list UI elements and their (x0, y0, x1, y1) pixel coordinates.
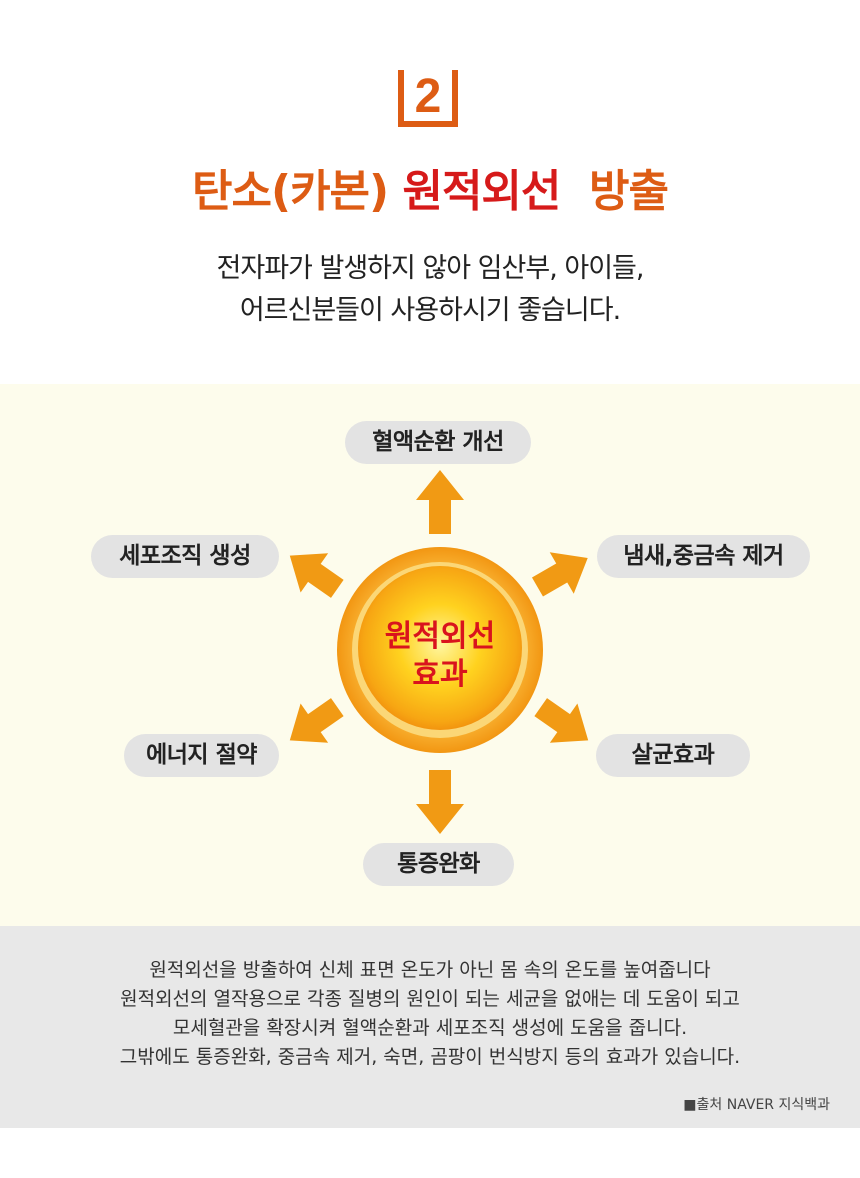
description-line-2: 원적외선의 열작용으로 각종 질병의 원인이 되는 세균을 없애는 데 도움이 … (120, 988, 740, 1010)
effect-pill-cell-regeneration: 세포조직 생성 (91, 535, 279, 578)
center-label-line-2: 효과 (412, 657, 468, 692)
number-bracket-icon: 2 (398, 70, 458, 127)
section-number-badge: 2 (397, 66, 459, 130)
sun-core (358, 566, 522, 730)
diagram-center-label: 원적외선 효과 (340, 618, 540, 694)
description-line-1: 원적외선을 방출하여 신체 표면 온도가 아닌 몸 속의 온도를 높여줍니다 (149, 959, 711, 981)
arrow-up-icon (416, 470, 464, 534)
effect-pill-sterilization: 살균효과 (596, 734, 750, 777)
title-part-carbon: 탄소(카본) (192, 166, 389, 217)
arrow-lower-left-icon (289, 698, 344, 743)
subtitle-line-1: 전자파가 발생하지 않아 임산부, 아이들, (216, 253, 645, 284)
title-part-emission: 방출 (589, 166, 669, 217)
effects-diagram-graphic (289, 470, 589, 834)
effect-pill-odor-heavy-metal-removal: 냄새,중금속 제거 (597, 535, 810, 578)
page-subtitle: 전자파가 발생하지 않아 임산부, 아이들, 어르신분들이 사용하시기 좋습니다… (0, 248, 860, 332)
title-part-far-infrared: 원적외선 (402, 166, 561, 217)
arrow-lower-right-icon (534, 698, 589, 743)
description-line-4: 그밖에도 통증완화, 중금속 제거, 숙면, 곰팡이 번식방지 등의 효과가 있… (119, 1046, 741, 1068)
section-number: 2 (415, 70, 442, 123)
arrow-upper-right-icon (531, 552, 588, 597)
subtitle-line-2: 어르신분들이 사용하시기 좋습니다. (239, 295, 621, 326)
source-credit: ■출처 NAVER 지식백과 (683, 1097, 830, 1113)
page-title: 탄소(카본) 원적외선 방출 (0, 155, 860, 219)
effect-pill-pain-relief: 통증완화 (363, 843, 514, 886)
arrow-down-icon (416, 770, 464, 834)
description-text: 원적외선을 방출하여 신체 표면 온도가 아닌 몸 속의 온도를 높여줍니다 원… (0, 956, 860, 1072)
effect-pill-circulation: 혈액순환 개선 (345, 421, 531, 464)
description-footer (0, 926, 860, 1128)
effect-pill-energy-saving: 에너지 절약 (124, 734, 279, 777)
arrow-upper-left-icon (289, 553, 344, 598)
center-label-line-1: 원적외선 (384, 619, 496, 654)
description-line-3: 모세혈관을 확장시켜 혈액순환과 세포조직 생성에 도움을 줍니다. (172, 1017, 688, 1039)
